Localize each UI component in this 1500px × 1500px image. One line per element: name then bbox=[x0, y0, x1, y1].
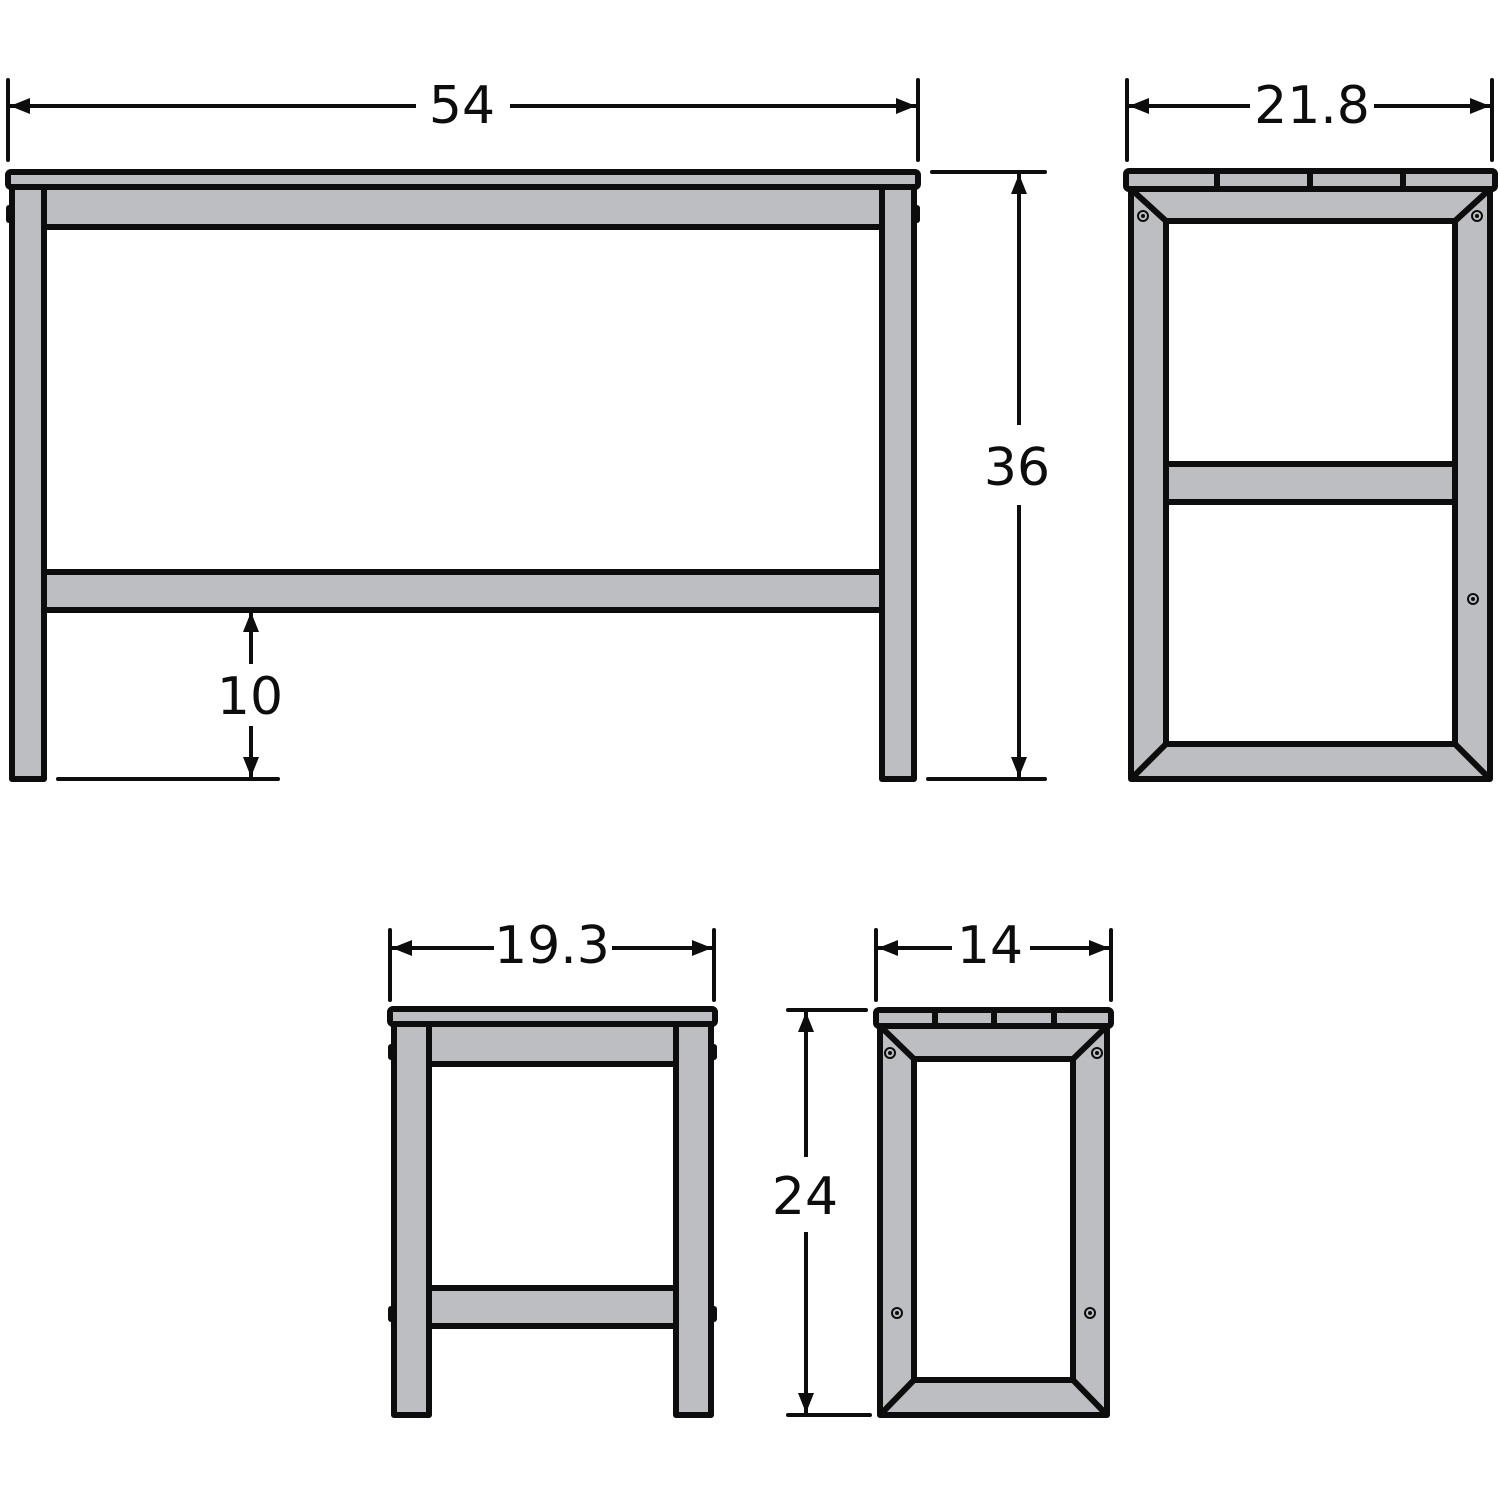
frame-opening bbox=[911, 1056, 1076, 1383]
mitre-line bbox=[1452, 186, 1493, 224]
bolt-head bbox=[388, 1044, 394, 1060]
table-side-view: 21.8 bbox=[1123, 76, 1498, 782]
table-side-stretcher bbox=[1163, 461, 1458, 505]
screw-icon bbox=[1467, 593, 1479, 605]
stool-width-label: 19.3 bbox=[494, 916, 610, 976]
table-footrest-stretcher bbox=[41, 569, 885, 613]
bolt-head bbox=[711, 1306, 717, 1322]
table-depth-label: 21.8 bbox=[1254, 76, 1370, 136]
table-height-label: 36 bbox=[984, 438, 1050, 498]
stool-stretcher bbox=[426, 1285, 679, 1329]
bolt-head bbox=[711, 1044, 717, 1060]
mitre-line bbox=[1070, 1377, 1110, 1418]
mitre-line bbox=[1452, 741, 1493, 782]
mitre-line bbox=[1128, 186, 1169, 224]
table-width-label: 54 bbox=[429, 76, 495, 136]
screw-icon bbox=[1471, 210, 1483, 222]
screw-icon bbox=[891, 1307, 903, 1319]
stool-apron bbox=[426, 1021, 679, 1067]
table-front-view: 54 36 10 bbox=[5, 76, 1050, 782]
stool-height-label: 24 bbox=[772, 1167, 838, 1227]
stool-leg-left bbox=[391, 1021, 432, 1418]
screw-icon bbox=[884, 1047, 896, 1059]
mitre-line bbox=[877, 1023, 917, 1062]
screw-icon bbox=[1084, 1307, 1096, 1319]
bolt-head bbox=[914, 205, 920, 223]
stool-depth-label: 14 bbox=[957, 916, 1023, 976]
screw-icon bbox=[1137, 210, 1149, 222]
bolt-head bbox=[6, 205, 12, 223]
mitre-line bbox=[1128, 741, 1169, 782]
stool-side-view: 14 24 bbox=[772, 916, 1114, 1418]
stool-front-view: 19.3 bbox=[387, 916, 718, 1418]
table-leg-right bbox=[879, 184, 917, 782]
footrest-height-label: 10 bbox=[217, 667, 283, 727]
table-apron bbox=[41, 184, 885, 230]
screw-icon bbox=[1091, 1047, 1103, 1059]
bolt-head bbox=[388, 1306, 394, 1322]
table-leg-left bbox=[9, 184, 47, 782]
mitre-line bbox=[1070, 1023, 1110, 1062]
mitre-line bbox=[877, 1377, 917, 1418]
stool-leg-right bbox=[673, 1021, 714, 1418]
